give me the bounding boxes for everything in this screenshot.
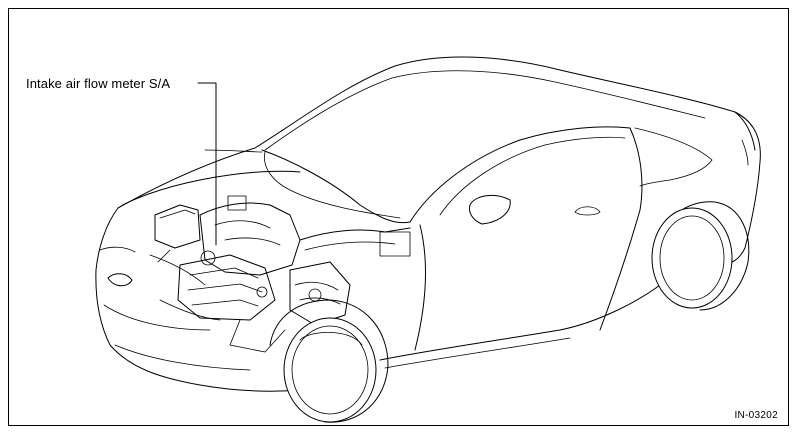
engine-illustration — [154, 195, 411, 353]
front-wheel-illustration — [269, 299, 389, 423]
callout-label-intake-air-flow-meter: Intake air flow meter S/A — [26, 76, 171, 91]
rear-wheel-illustration — [651, 201, 750, 311]
callout-leader-line — [197, 82, 217, 246]
car-body-illustration — [95, 56, 761, 392]
figure-id: IN-03202 — [734, 410, 778, 421]
